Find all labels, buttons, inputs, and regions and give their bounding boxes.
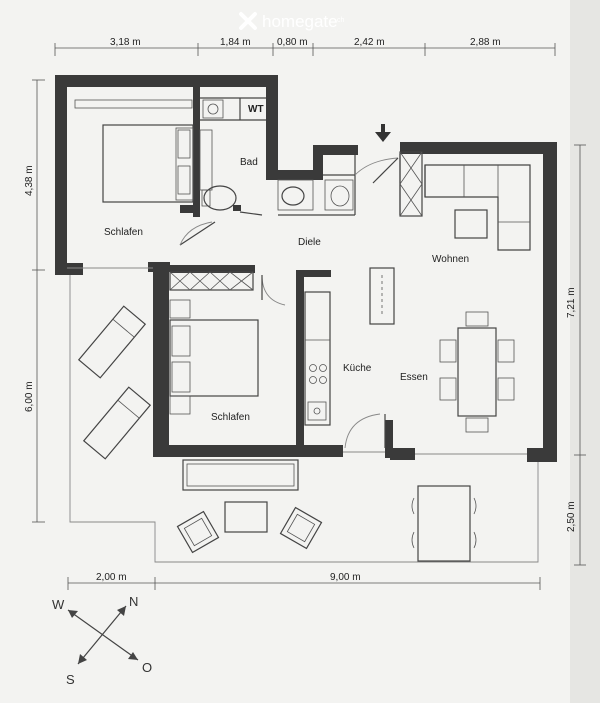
paper-edge: [570, 0, 600, 703]
dimension-bottom-2: 9,00 m: [330, 572, 361, 583]
exterior-walls: [55, 75, 557, 462]
room-label-bathroom: Bad: [240, 157, 258, 168]
homegate-logo-icon: [239, 12, 257, 30]
left-dimension-line: 4,38 m 6,00 m: [24, 79, 45, 523]
compass-arrows-icon: [67, 605, 139, 665]
dimension-bottom-1: 2,00 m: [96, 572, 127, 583]
interior-walls: [148, 87, 393, 458]
dining-set: [439, 311, 515, 433]
room-label-living: Wohnen: [432, 254, 469, 265]
living-room-furniture: [369, 164, 531, 325]
bathroom-fixtures: [199, 99, 354, 211]
top-dimension-line: 3,18 m 1,84 m 0,80 m 2,42 m 2,88 m: [54, 37, 556, 56]
dimension-top-4: 2,42 m: [354, 37, 385, 48]
dimension-top-3: 0,80 m: [277, 37, 308, 48]
compass-rose: W N O S: [52, 594, 152, 687]
compass-east: O: [142, 660, 152, 675]
interior-partitions: [67, 97, 527, 455]
bathroom-fixture-label: WT: [248, 104, 264, 115]
bedroom-1-furniture: [74, 99, 194, 203]
room-label-dining: Essen: [400, 372, 428, 383]
homegate-watermark: homegate ch: [239, 12, 345, 31]
compass-north: N: [129, 594, 138, 609]
dimension-right-2: 2,50 m: [566, 501, 577, 532]
room-label-bedroom-2: Schlafen: [211, 412, 250, 423]
right-dimension-line: 7,21 m 2,50 m: [566, 144, 586, 566]
room-label-hall: Diele: [298, 237, 321, 248]
dimension-left-1: 4,38 m: [24, 165, 35, 196]
room-label-bedroom-1: Schlafen: [104, 227, 143, 238]
watermark-suffix: ch: [337, 17, 345, 24]
dimension-top-2: 1,84 m: [220, 37, 251, 48]
dimension-right-1: 7,21 m: [566, 287, 577, 318]
dimension-top-5: 2,88 m: [470, 37, 501, 48]
closets: [169, 151, 423, 291]
watermark-brand: homegate: [262, 12, 338, 31]
entrance-arrow-icon: [375, 124, 391, 142]
dimension-top-1: 3,18 m: [110, 37, 141, 48]
bedroom-2-furniture: [169, 299, 259, 415]
terrace-outline: [69, 275, 539, 563]
doors: [179, 157, 399, 449]
bottom-dimension-line: 2,00 m 9,00 m: [67, 572, 541, 590]
room-label-kitchen: Küche: [343, 363, 372, 374]
terrace-furniture: [77, 305, 477, 562]
kitchen-counter: [304, 291, 331, 426]
compass-south: S: [66, 672, 75, 687]
compass-west: W: [52, 597, 65, 612]
dimension-left-2: 6,00 m: [24, 381, 35, 412]
